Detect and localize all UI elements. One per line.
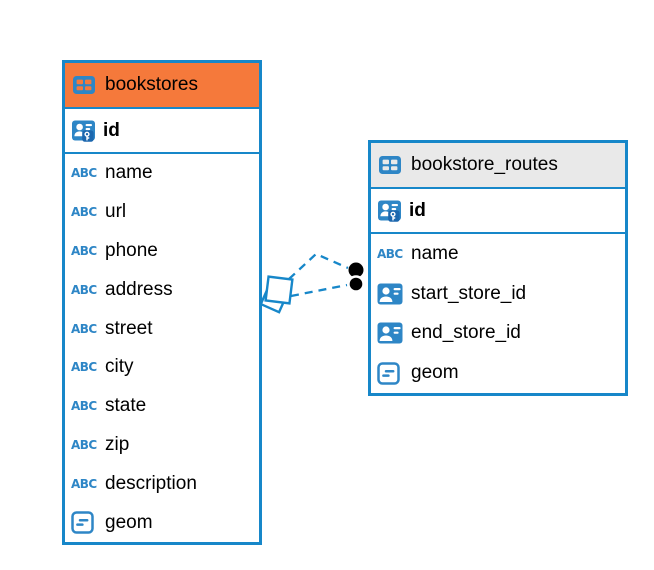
relationship-line-end-store[interactable] (290, 283, 348, 298)
field-row-street[interactable]: ABC street (65, 309, 259, 348)
field-row-phone[interactable]: ABC phone (65, 232, 259, 271)
field-name: address (105, 278, 173, 300)
field-row-zip[interactable]: ABC zip (65, 426, 259, 465)
person-key-icon (71, 118, 96, 143)
geometry-type-icon (71, 510, 99, 536)
abc-text-type-icon: ABC (71, 321, 97, 336)
target-dot-end (347, 275, 365, 293)
field-row-end_store_id[interactable]: end_store_id (371, 314, 625, 354)
target-dot-start (348, 262, 364, 278)
field-row-description[interactable]: ABC description (65, 464, 259, 503)
field-row-name[interactable]: ABC name (371, 234, 625, 274)
field-row-url[interactable]: ABC url (65, 193, 259, 232)
abc-text-type-icon: ABC (377, 246, 403, 261)
field-name: name (105, 162, 153, 184)
source-diamond-front (264, 275, 294, 305)
field-name: id (103, 119, 120, 141)
field-name: start_store_id (411, 282, 527, 304)
relationship-line-start-store[interactable] (288, 252, 349, 280)
field-row-geom[interactable]: geom (65, 503, 259, 542)
field-name: end_store_id (411, 322, 521, 344)
field-name: zip (105, 433, 130, 455)
table-title: bookstores (105, 74, 198, 95)
geometry-type-icon (377, 360, 405, 386)
field-row-state[interactable]: ABC state (65, 387, 259, 426)
abc-text-type-icon: ABC (71, 437, 97, 452)
table-title: bookstore_routes (411, 154, 558, 175)
abc-text-type-icon: ABC (71, 360, 97, 375)
field-name: street (105, 317, 153, 339)
field-row-id[interactable]: id (65, 109, 259, 154)
person-reference-icon (377, 320, 405, 346)
field-name: name (411, 242, 459, 264)
table-grid-icon (72, 73, 96, 97)
relationship-source-marker[interactable] (259, 275, 294, 314)
person-key-icon (377, 198, 402, 223)
field-name: id (409, 199, 426, 221)
person-reference-icon (377, 281, 405, 307)
field-row-id[interactable]: id (371, 189, 625, 234)
abc-text-type-icon: ABC (71, 399, 97, 414)
field-name: city (105, 356, 134, 378)
abc-text-type-icon: ABC (71, 166, 97, 181)
table-bookstore-routes[interactable]: bookstore_routes id ABC name start_store_i… (368, 140, 628, 396)
abc-text-type-icon: ABC (71, 476, 97, 491)
field-name: geom (411, 362, 459, 384)
abc-text-type-icon: ABC (71, 205, 97, 220)
field-row-address[interactable]: ABC address (65, 270, 259, 309)
table-grid-icon (378, 153, 402, 177)
field-name: geom (105, 511, 153, 533)
field-row-start_store_id[interactable]: start_store_id (371, 274, 625, 314)
table-header[interactable]: bookstores (65, 63, 259, 109)
field-row-geom[interactable]: geom (371, 353, 625, 393)
field-row-city[interactable]: ABC city (65, 348, 259, 387)
field-name: state (105, 395, 147, 417)
table-header[interactable]: bookstore_routes (371, 143, 625, 189)
abc-text-type-icon: ABC (71, 243, 97, 258)
field-name: url (105, 201, 127, 223)
field-name: description (105, 472, 197, 494)
relationship-target-markers[interactable] (347, 262, 365, 293)
field-name: phone (105, 239, 158, 261)
abc-text-type-icon: ABC (71, 282, 97, 297)
field-row-name[interactable]: ABC name (65, 154, 259, 193)
